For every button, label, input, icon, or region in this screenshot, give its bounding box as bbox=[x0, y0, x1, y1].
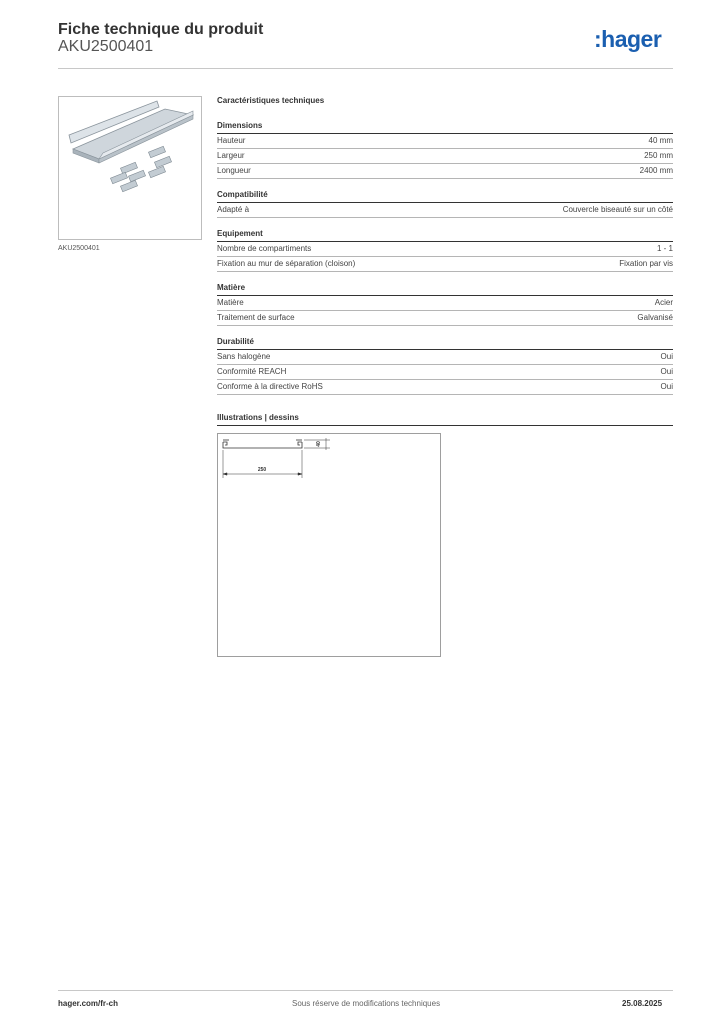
spec-value: Oui bbox=[660, 367, 673, 376]
spec-section-compatibility: Compatibilité Adapté à Couvercle biseauté… bbox=[217, 189, 673, 218]
product-reference: AKU2500401 bbox=[58, 38, 154, 55]
cross-section-drawing: 40 250 bbox=[222, 438, 330, 478]
product-image-caption: AKU2500401 bbox=[58, 245, 100, 252]
section-title: Compatibilité bbox=[217, 189, 673, 203]
width-dimension-label: 250 bbox=[258, 467, 267, 473]
illustrations-divider bbox=[217, 425, 673, 426]
hager-logo: :hager bbox=[594, 26, 662, 52]
header-divider bbox=[58, 68, 673, 69]
spec-value: Acier bbox=[654, 298, 673, 307]
section-title: Dimensions bbox=[217, 120, 673, 134]
product-image bbox=[58, 96, 202, 240]
spec-row: Conforme à la directive RoHS Oui bbox=[217, 380, 673, 395]
spec-value: 2400 mm bbox=[639, 166, 673, 175]
spec-row: Hauteur 40 mm bbox=[217, 134, 673, 149]
spec-label: Longueur bbox=[217, 166, 251, 175]
cable-tray-illustration bbox=[68, 100, 195, 193]
spec-label: Adapté à bbox=[217, 205, 250, 214]
spec-label: Nombre de compartiments bbox=[217, 244, 312, 253]
spec-row: Matière Acier bbox=[217, 296, 673, 311]
technical-drawing: 40 250 bbox=[217, 433, 441, 657]
spec-value: Oui bbox=[660, 352, 673, 361]
footer-date: 25.08.2025 bbox=[622, 999, 663, 1008]
spec-row: Conformité REACH Oui bbox=[217, 365, 673, 380]
spec-value: Galvanisé bbox=[637, 313, 673, 322]
technical-specs: Caractéristiques techniques Dimensions H… bbox=[217, 96, 673, 405]
footer-divider bbox=[58, 990, 673, 991]
specs-heading: Caractéristiques techniques bbox=[217, 96, 325, 105]
spec-label: Sans halogène bbox=[217, 352, 271, 361]
section-title: Matière bbox=[217, 282, 673, 296]
spec-value: 1 - 1 bbox=[656, 244, 673, 253]
spec-row: Fixation au mur de séparation (cloison) F… bbox=[217, 257, 673, 272]
spec-row: Adapté à Couvercle biseauté sur un côté bbox=[217, 203, 673, 218]
spec-label: Hauteur bbox=[217, 136, 246, 145]
spec-value: Couvercle biseauté sur un côté bbox=[562, 205, 673, 214]
spec-label: Conforme à la directive RoHS bbox=[217, 382, 323, 391]
section-title: Durabilité bbox=[217, 336, 673, 350]
section-title: Equipement bbox=[217, 228, 673, 242]
footer-disclaimer: Sous réserve de modifications techniques bbox=[292, 999, 441, 1008]
footer-website[interactable]: hager.com/fr-ch bbox=[58, 999, 119, 1008]
spec-value: Fixation par vis bbox=[619, 259, 673, 268]
spec-value: 40 mm bbox=[648, 136, 673, 145]
spec-label: Matière bbox=[217, 298, 244, 307]
spec-value: Oui bbox=[660, 382, 673, 391]
height-dimension-label: 40 bbox=[316, 441, 322, 447]
spec-section-dimensions: Dimensions Hauteur 40 mm Largeur 250 mm Lo… bbox=[217, 120, 673, 179]
spec-label: Fixation au mur de séparation (cloison) bbox=[217, 259, 356, 268]
spec-value: 250 mm bbox=[644, 151, 673, 160]
spec-row: Largeur 250 mm bbox=[217, 149, 673, 164]
spec-row: Sans halogène Oui bbox=[217, 350, 673, 365]
page-title: Fiche technique du produit bbox=[58, 21, 264, 38]
spec-row: Nombre de compartiments 1 - 1 bbox=[217, 242, 673, 257]
spec-label: Conformité REACH bbox=[217, 367, 287, 376]
spec-row: Longueur 2400 mm bbox=[217, 164, 673, 179]
spec-label: Largeur bbox=[217, 151, 245, 160]
spec-row: Traitement de surface Galvanisé bbox=[217, 311, 673, 326]
illustrations-heading: Illustrations | dessins bbox=[217, 413, 299, 422]
spec-label: Traitement de surface bbox=[217, 313, 295, 322]
